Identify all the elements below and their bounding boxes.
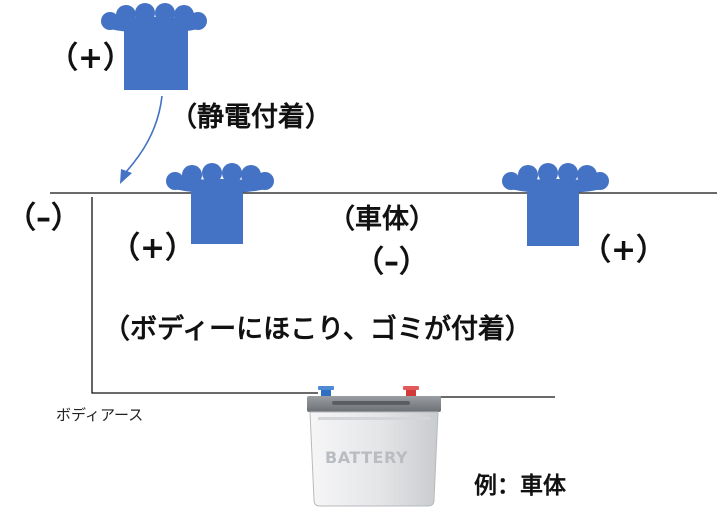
body-earth-label: ボディアース xyxy=(56,406,144,424)
dust-top-charge-label: （+） xyxy=(48,41,134,76)
body-earth-wire xyxy=(91,197,318,394)
arrow-icon xyxy=(120,95,163,184)
dust-particle-icon xyxy=(166,163,274,244)
body-charge-label: （–） xyxy=(354,245,429,280)
dust-right-charge-label: （+） xyxy=(581,233,667,268)
body-name-label: （車体） xyxy=(328,204,436,235)
static-attach-label: （静電付着） xyxy=(170,102,332,133)
dust-particle-icon xyxy=(101,3,207,90)
body-left-charge-label: （–） xyxy=(6,201,81,236)
caption-label: （ボディーにほこり、ゴミが付着） xyxy=(103,314,533,345)
battery-icon xyxy=(307,386,441,507)
example-label: 例：車体 xyxy=(474,473,566,499)
battery-text: BATTERY xyxy=(325,448,408,467)
dust-left-charge-label: （+） xyxy=(110,231,196,266)
dust-particle-icon xyxy=(502,163,609,246)
